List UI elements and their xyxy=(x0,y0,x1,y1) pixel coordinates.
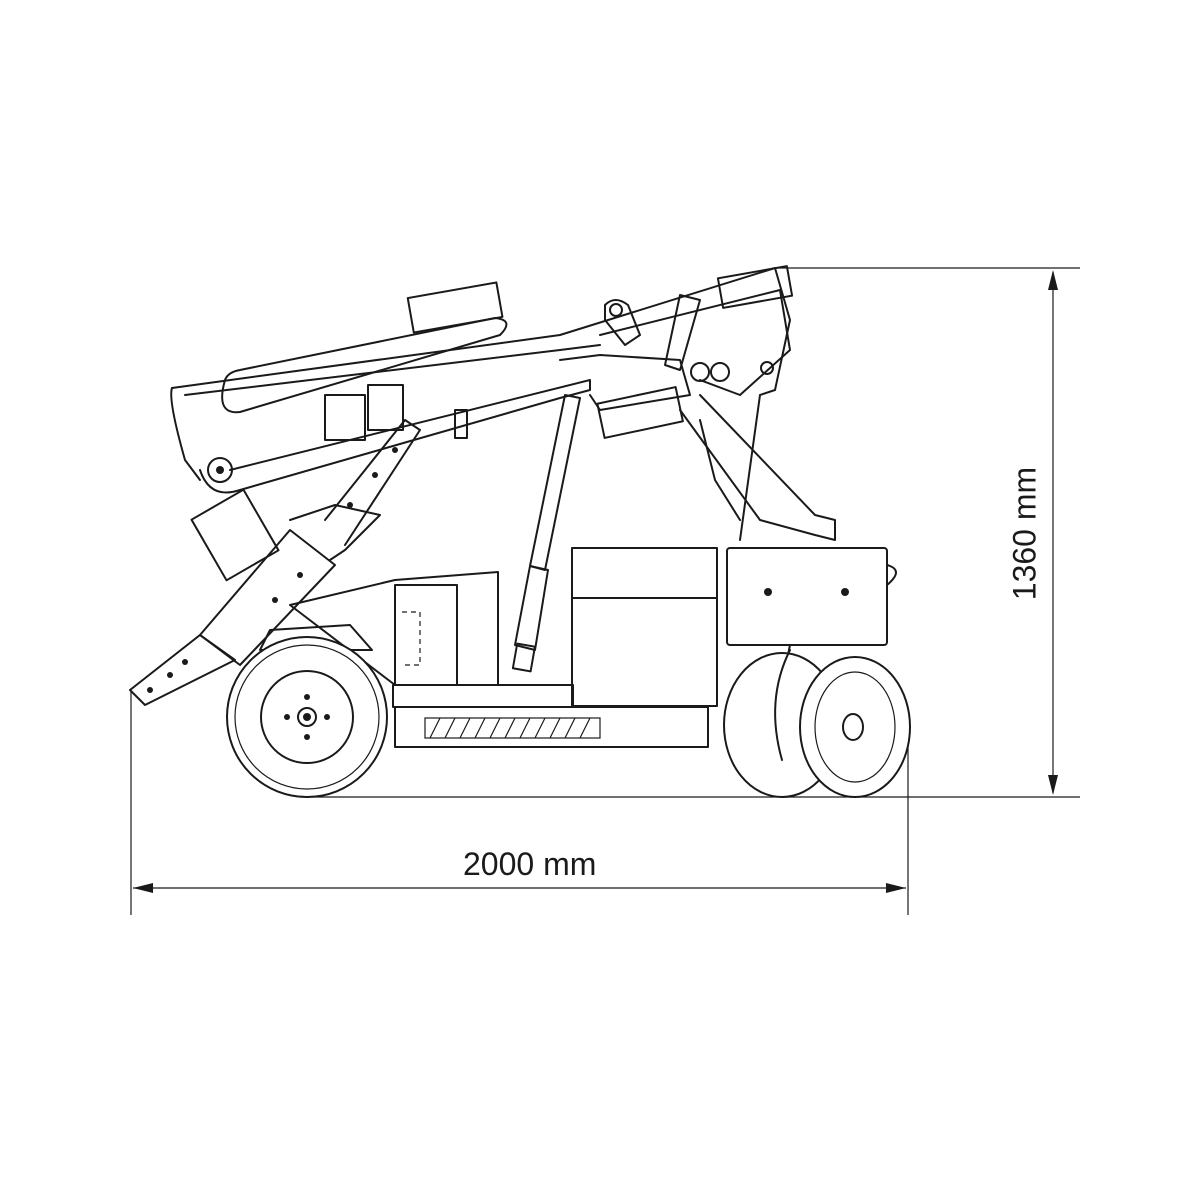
lift-cylinder xyxy=(529,394,581,571)
chassis xyxy=(259,547,897,761)
rear-wheel xyxy=(226,636,388,798)
undercarriage xyxy=(394,706,709,748)
boom-assembly xyxy=(129,265,836,706)
arrow-right-icon xyxy=(886,883,906,893)
arrow-left-icon xyxy=(133,883,153,893)
front-wheels xyxy=(723,649,911,798)
battery-box-top xyxy=(571,547,718,599)
height-dimension-label: 1360 mm xyxy=(1006,466,1043,601)
front-housing xyxy=(726,547,888,646)
width-dimension-label: 2000 mm xyxy=(463,846,597,882)
arrow-down-icon xyxy=(1048,775,1058,795)
arrow-up-icon xyxy=(1048,270,1058,290)
dimension-lines xyxy=(130,267,1080,915)
battery-box xyxy=(571,597,718,707)
